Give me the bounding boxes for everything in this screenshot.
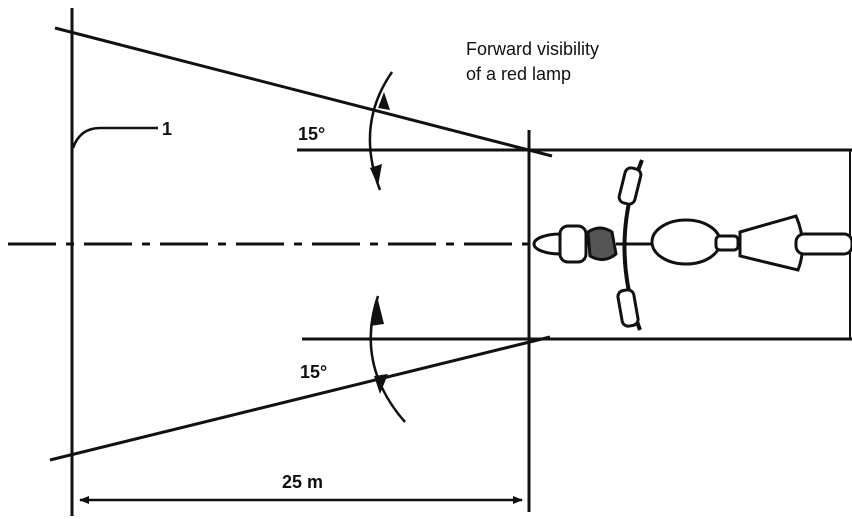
lower-angle-label: 15° <box>300 362 327 382</box>
bicycle-top-view <box>532 159 852 331</box>
upper-angle-arrow-bottom <box>370 164 382 186</box>
bicycle-frame-body <box>650 218 722 266</box>
upper-angle-arrow-top <box>378 92 390 110</box>
reference-leader-line <box>71 126 158 149</box>
bicycle-frame-link <box>714 234 740 252</box>
caption-line-1: Forward visibility <box>466 39 599 59</box>
bicycle-lamp-housing <box>558 224 588 264</box>
reference-number-label: 1 <box>162 119 172 139</box>
upper-angle-label: 15° <box>298 124 325 144</box>
lower-angle-arrow-top <box>370 300 384 326</box>
lower-angle-arrow-bottom <box>374 374 388 394</box>
bicycle-lower-grip <box>616 288 640 328</box>
bicycle-rear-wheel <box>794 232 852 256</box>
bicycle-upper-grip <box>617 166 643 206</box>
bicycle-saddle <box>738 214 804 272</box>
caption-line-2: of a red lamp <box>466 64 571 84</box>
upper-boundary-line <box>54 26 553 158</box>
red-lamp <box>586 226 618 261</box>
lower-angle-arc <box>369 295 406 423</box>
lower-boundary-line <box>49 335 551 462</box>
distance-label: 25 m <box>282 472 323 492</box>
